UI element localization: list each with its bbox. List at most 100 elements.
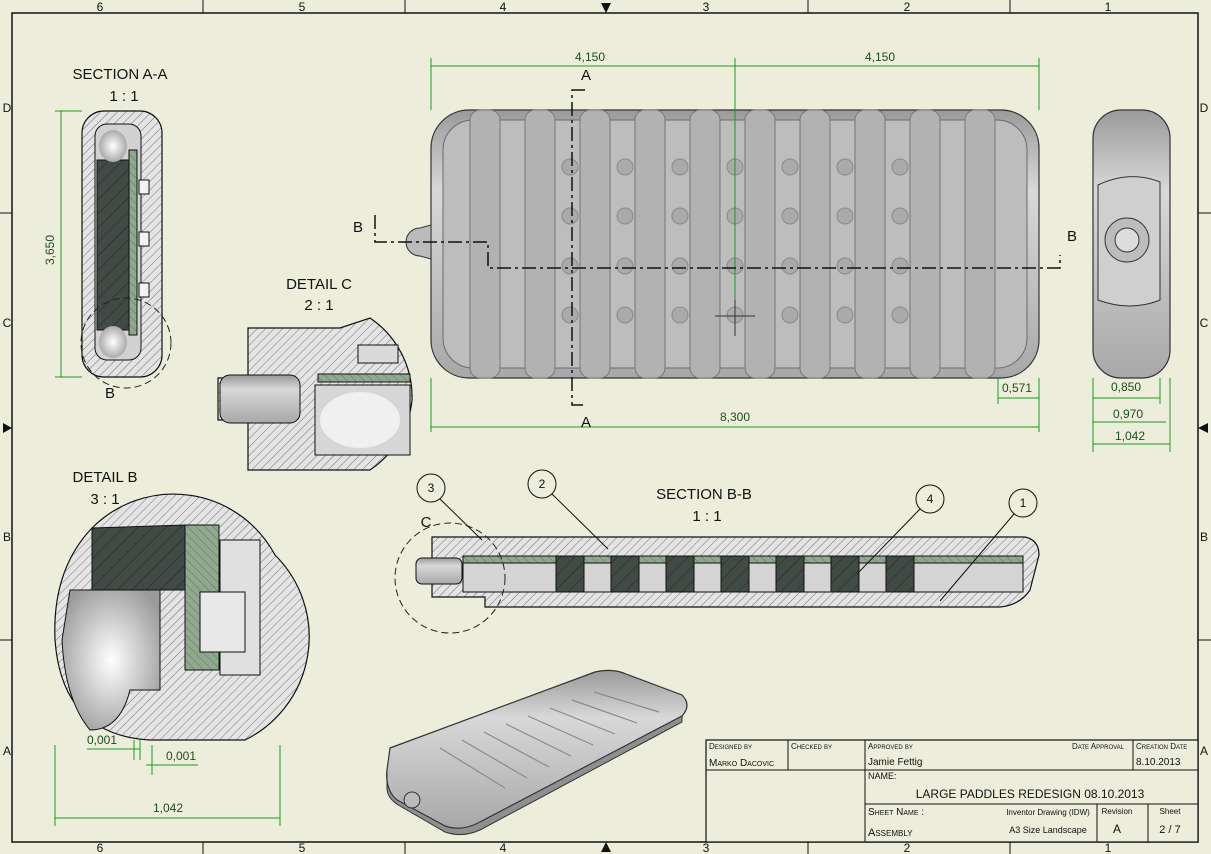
section-bb-balloons: 3 2 4 1 [416,469,1038,602]
svg-text:4: 4 [500,0,507,14]
detail-c-view: DETAIL C 2 : 1 [217,276,413,471]
balloon-2 [527,469,557,499]
svg-text:D: D [1200,101,1209,115]
side-dim-1: 0,850 [1111,380,1141,394]
svg-text:2: 2 [904,0,911,14]
svg-text:3: 3 [703,841,710,854]
balloon-1 [1008,488,1038,518]
width-left-dim: 4,150 [575,50,605,64]
frame-inner [11,12,1199,843]
zone-labels: 6 5 4 3 2 1 6 5 4 3 2 1 D C B A D C B A [3,0,1209,854]
detail-b-grip [91,524,186,591]
approved-by-label: Approved by [868,742,913,751]
detail-b-slot [199,591,246,653]
svg-text:4: 4 [500,841,507,854]
section-aa-scale: 1 : 1 [109,88,138,105]
section-aa-rail [128,149,138,336]
detail-b-callout-label: B [105,385,115,402]
detail-b-view: DETAIL B 3 : 1 1,042 0,001 0,001 [54,469,310,826]
section-aa-ball-top [99,130,127,162]
svg-text:1: 1 [1020,496,1027,510]
cut-b-label-left: B [353,219,363,236]
cut-line-b [374,215,1061,269]
section-bb-title: SECTION B-B [656,486,752,503]
svg-text:3: 3 [703,0,710,14]
svg-text:B: B [3,530,11,544]
svg-text:1: 1 [1105,841,1112,854]
svg-text:4: 4 [927,492,934,506]
detail-c-rail [317,373,411,383]
iso-view [386,669,688,836]
section-aa-slot-top [138,179,150,195]
detail-c-callout-label: C [421,514,432,531]
front-dimples [561,158,909,324]
detail-c-callout [394,522,506,634]
sheet-number: 2 / 7 [1159,824,1180,836]
detail-c-plug [219,374,301,424]
approved-by: Jamie Fettig [868,757,922,768]
corner-dim: 0,571 [1002,381,1032,395]
detail-c-highlight [320,392,400,448]
svg-text:5: 5 [299,0,306,14]
detail-b-cavity [61,589,161,731]
svg-text:6: 6 [97,0,104,14]
balloon-4 [915,484,945,514]
iso-side [386,715,683,836]
cut-a-label-top: A [581,67,591,84]
revision-label: Revision [1102,807,1133,816]
side-connector-inner [1114,227,1140,253]
designed-by: Marko Dacovic [709,758,774,769]
checked-by-label: Checked by [791,742,832,751]
balloon-3 [416,473,446,503]
svg-text:5: 5 [299,841,306,854]
creation-date: 8.10.2013 [1136,757,1181,768]
iso-connector [403,791,421,809]
cut-b-label-right: B [1067,228,1077,245]
detail-b-title: DETAIL B [72,469,137,486]
creation-date-label: Creation Date [1136,742,1187,751]
section-bb-grips [555,555,915,593]
detail-b-width-dim: 1,042 [153,801,183,815]
detail-c-title: DETAIL C [286,276,352,293]
section-bb-view: SECTION B-B 1 : 1 C 3 2 4 1 [394,469,1040,634]
detail-c-pocket [357,344,399,364]
side-view: 0,850 0,970 1,042 [1092,109,1171,452]
cut-a-label-bottom: A [581,414,591,431]
section-bb-plug [415,557,463,585]
svg-text:D: D [3,101,12,115]
centering-arrows [3,3,1208,852]
detail-b-callout [80,297,172,389]
sheet-name-label: Sheet Name : [868,807,924,818]
cut-line-a [571,89,585,406]
section-aa-title: SECTION A-A [72,66,167,83]
section-aa-view: SECTION A-A 1 : 1 3,650 B [43,66,172,402]
section-aa-height-dim: 3,650 [43,235,57,265]
svg-text:A: A [1200,744,1208,758]
title-block: Designed by Marko Dacovic Checked by App… [705,739,1199,843]
side-dim-3: 1,042 [1115,429,1145,443]
section-aa-grip [96,159,132,331]
width-right-dim: 4,150 [865,50,895,64]
section-aa-slot-mid [138,231,150,247]
svg-text:B: B [1200,530,1208,544]
svg-text:A: A [3,744,11,758]
detail-c-scale: 2 : 1 [304,297,333,314]
svg-text:1: 1 [1105,0,1112,14]
svg-text:C: C [3,316,12,330]
overall-length-dim: 8,300 [720,410,750,424]
front-view: 4,150 4,150 8,300 0,571 A A B B [353,50,1077,432]
date-approval-label: Date Approval [1072,742,1125,751]
sheet-name: Assembly [868,827,913,839]
sheet-label: Sheet [1160,807,1182,816]
detail-b-scale: 3 : 1 [90,491,119,508]
iso-ribs [439,691,660,789]
name-label: NAME: [868,771,897,781]
section-aa-slot-low [138,282,150,298]
detail-b-dim-a: 0,001 [87,733,117,747]
svg-text:C: C [1200,316,1209,330]
side-dim-2: 0,970 [1113,407,1143,421]
section-aa-ball-bottom [99,326,127,358]
template-name: Inventor Drawing (IDW) [1006,808,1090,817]
